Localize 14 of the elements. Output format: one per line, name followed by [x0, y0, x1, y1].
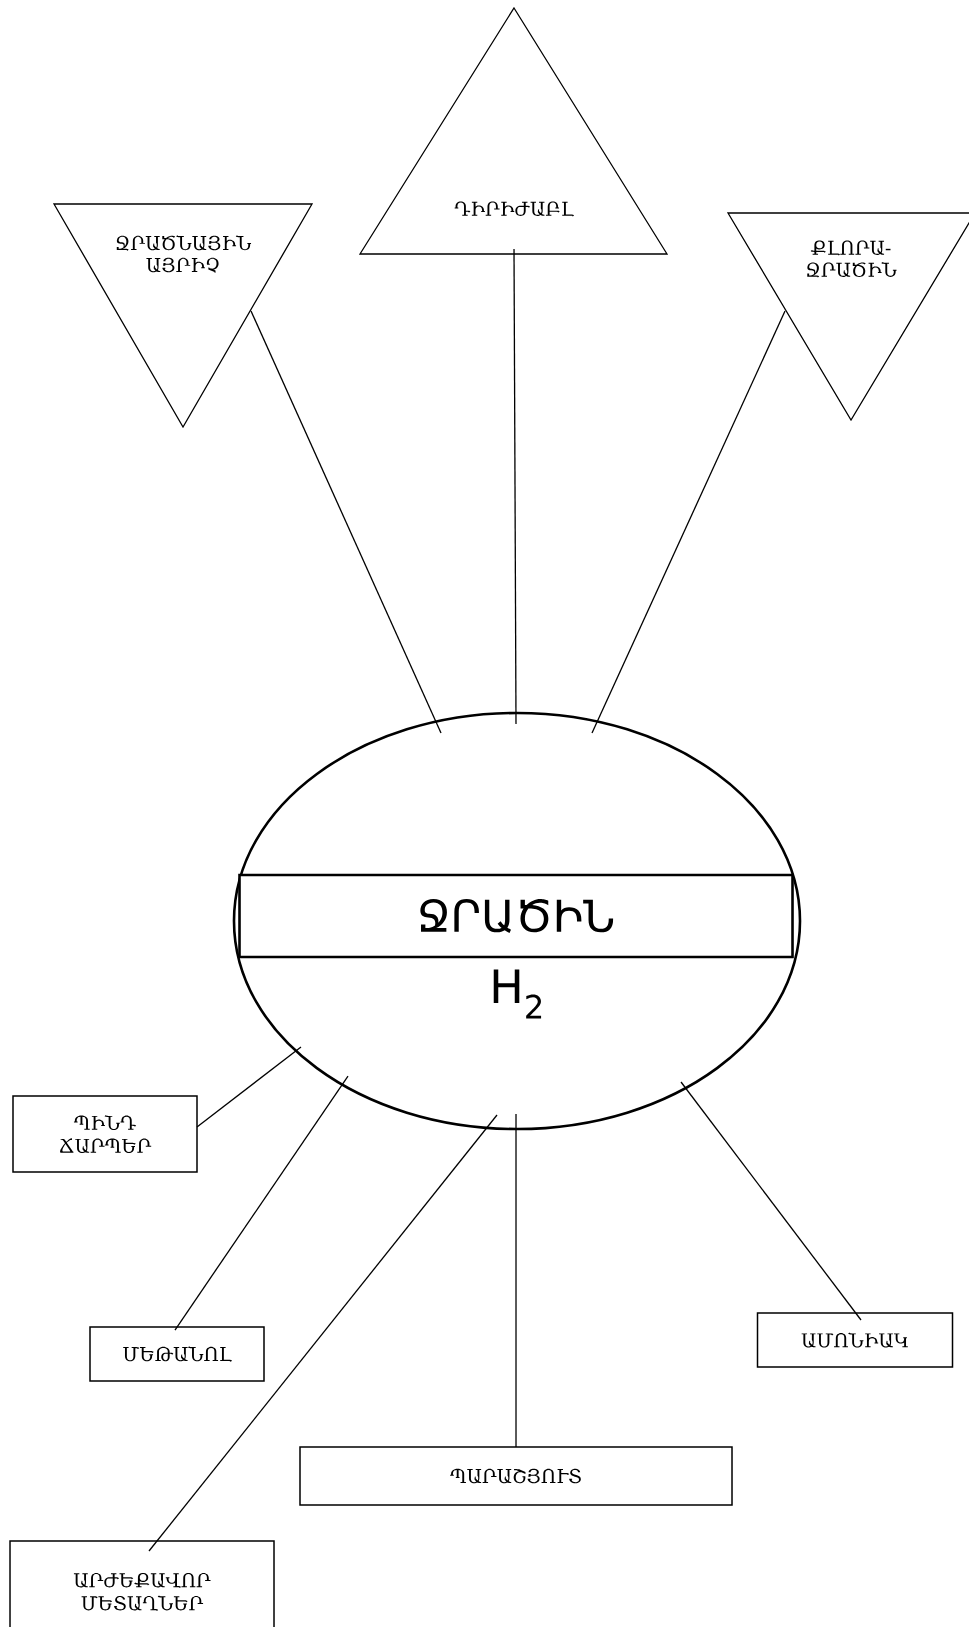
label-box: ՊԻՆԴ ՃԱՐՊԵՐ: [12, 1095, 198, 1173]
label-box: ԱՐԺԵՔԱՎՈՐ ՄԵՏԱՂՆԵՐ: [9, 1540, 275, 1627]
connector-line: [515, 1113, 517, 1448]
connector-line: [680, 1081, 862, 1321]
connector-line: [513, 248, 517, 725]
label-box: ՊԱՐԱՇՅՈՒՏ: [299, 1446, 733, 1506]
title-box: ՋՐԱԾԻՆ: [238, 873, 794, 959]
connector-line: [250, 310, 442, 734]
label-box: ՄԵԹԱՆՈԼ: [89, 1326, 265, 1382]
connector-line: [174, 1075, 349, 1331]
connector-line: [148, 1114, 498, 1552]
label-box: ԱՄՈՆԻԱԿ: [756, 1312, 954, 1368]
connector-line: [196, 1046, 302, 1128]
connector-line: [591, 310, 786, 734]
